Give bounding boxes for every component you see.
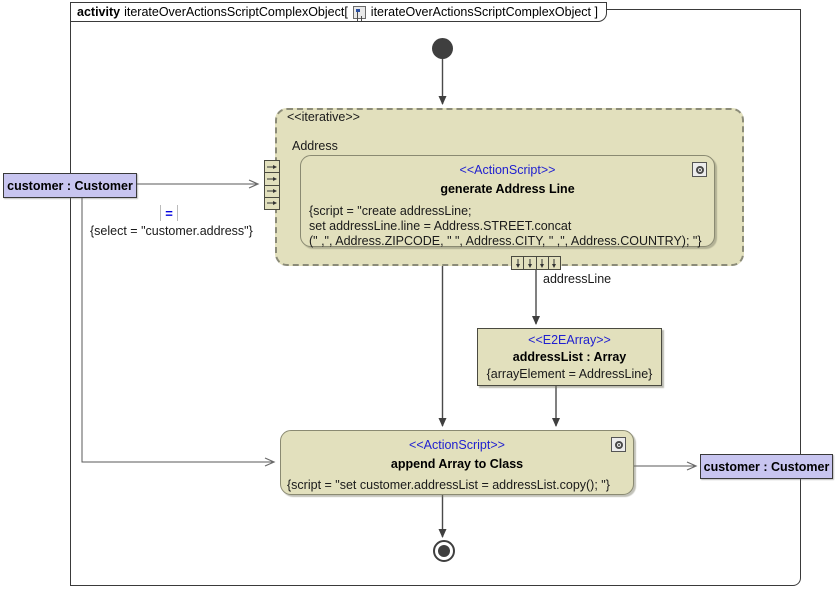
action-generate-address-line[interactable]: <<ActionScript>> generate Address Line {… [300, 155, 715, 248]
generate-address-script-line-2: set addressLine.line = Address.STREET.co… [309, 219, 572, 233]
addressline-pin-label: addressLine [543, 272, 612, 286]
object-node-address-list[interactable]: <<E2EArray>> addressList : Array {arrayE… [477, 328, 662, 386]
object-pin-customer-output[interactable]: customer : Customer [700, 454, 833, 479]
customer-output-label: customer : Customer [703, 459, 830, 474]
pin-arrow [524, 257, 537, 269]
address-list-constraint: {arrayElement = AddressLine} [486, 367, 653, 381]
generate-address-script-line-1: {script = "create addressLine; [309, 204, 472, 218]
select-constraint-text: {select = "customer.address"} [90, 224, 253, 238]
append-array-stereotype: <<ActionScript>> [409, 438, 505, 452]
pin-arrow [265, 173, 279, 186]
pin-arrow [549, 257, 560, 269]
frame-title: iterateOverActionsScriptComplexObject[ [124, 5, 348, 19]
address-list-stereotype: <<E2EArray>> [528, 333, 611, 347]
pin-arrow [265, 161, 279, 174]
activity-diagram-icon [352, 5, 366, 19]
pin-arrow [265, 186, 279, 198]
address-multi-input-pin[interactable] [264, 160, 280, 210]
select-constraint-icon: = [160, 205, 178, 221]
activity-frame-header[interactable]: activity iterateOverActionsScriptComplex… [70, 2, 607, 22]
address-list-name: addressList : Array [512, 350, 627, 364]
equals-glyph: = [165, 205, 173, 221]
address-element-label: Address [292, 139, 338, 153]
append-array-name: append Array to Class [390, 457, 524, 471]
object-pin-customer-input[interactable]: customer : Customer [3, 173, 137, 198]
frame-qualifier: iterateOverActionsScriptComplexObject ] [370, 5, 598, 19]
initial-node[interactable] [432, 38, 453, 59]
generate-address-script-line-3: (" ,", Address.ZIPCODE, " ", Address.CIT… [309, 234, 702, 248]
pin-arrow [512, 257, 525, 269]
pin-arrow [537, 257, 549, 269]
frame-keyword: activity [77, 5, 121, 19]
iterative-stereotype-label: <<iterative>> [287, 110, 360, 124]
action-append-array-to-class[interactable]: <<ActionScript>> append Array to Class {… [280, 430, 634, 495]
generate-address-stereotype: <<ActionScript>> [459, 163, 556, 177]
activity-final-node-dot [438, 545, 450, 557]
activity-frame [70, 9, 801, 586]
pin-arrow [265, 198, 279, 209]
append-array-script-line-1: {script = "set customer.addressList = ad… [287, 478, 610, 492]
gear-icon [692, 162, 707, 177]
addressline-multi-output-pin[interactable] [511, 256, 561, 270]
customer-input-label: customer : Customer [7, 178, 133, 193]
generate-address-name: generate Address Line [440, 182, 575, 196]
gear-icon [611, 437, 626, 452]
